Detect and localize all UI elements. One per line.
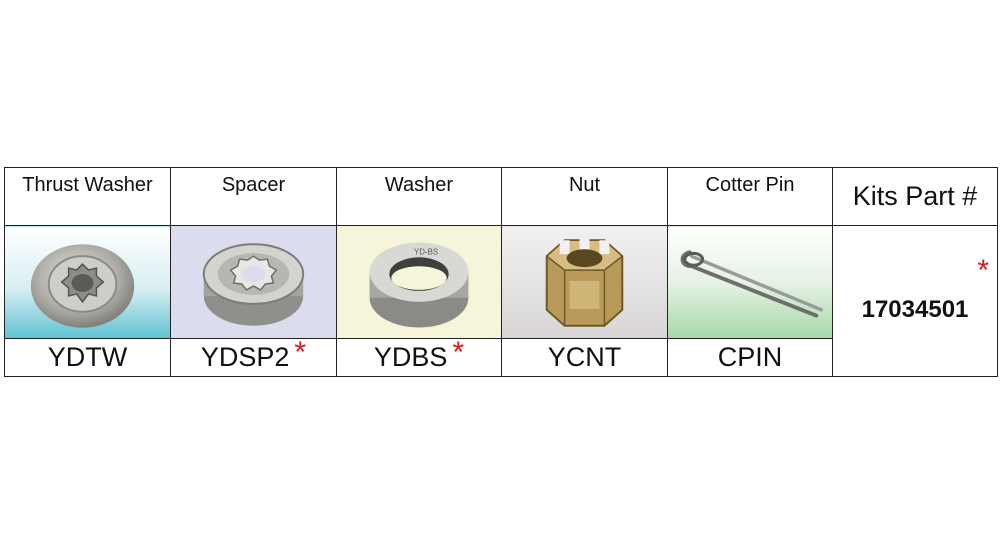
code-cell-ydbs: YDBS* xyxy=(336,336,502,377)
washer-image-cell: YD-BS xyxy=(336,225,502,339)
washer-photo: YD-BS xyxy=(369,242,469,328)
spacer-photo xyxy=(202,243,305,326)
header-nut: Nut xyxy=(501,167,668,226)
spacer-image-cell xyxy=(170,225,337,339)
part-code-ycnt: YCNT xyxy=(547,342,622,372)
code-cell-ydsp2: YDSP2* xyxy=(170,336,337,377)
header-cotter-pin: Cotter Pin xyxy=(667,167,833,226)
code-cell-ydtw: YDTW xyxy=(4,338,171,377)
cotter-pin-photo xyxy=(680,250,823,318)
thrust-washer-image-cell xyxy=(4,225,171,339)
code-cell-cpin: CPIN xyxy=(667,338,833,377)
thrust-washer-photo xyxy=(30,244,135,328)
star-marker-ydsp2: * xyxy=(294,336,307,369)
washer-stamp-text: YD-BS xyxy=(414,247,438,256)
nut-image-cell xyxy=(501,225,668,339)
kits-star-marker: * xyxy=(977,254,989,287)
star-marker-ydbs: * xyxy=(452,336,465,369)
part-code-ydbs: YDBS xyxy=(373,342,448,372)
part-code-ydtw: YDTW xyxy=(47,342,128,372)
part-code-ydsp2: YDSP2 xyxy=(200,342,290,372)
parts-kit-table: Thrust Washer Spacer Washer Nut Cotter P… xyxy=(4,167,998,377)
header-washer: Washer xyxy=(336,167,502,226)
kits-part-number: 17034501 xyxy=(861,296,969,323)
kits-part-cell: * 17034501 xyxy=(832,225,998,377)
header-spacer: Spacer xyxy=(170,167,337,226)
part-code-cpin: CPIN xyxy=(717,342,783,372)
header-thrust-washer: Thrust Washer xyxy=(4,167,171,226)
code-cell-ycnt: YCNT xyxy=(501,338,668,377)
header-kits-part: Kits Part # xyxy=(832,167,998,226)
nut-photo xyxy=(545,236,624,327)
cotter-pin-image-cell xyxy=(667,225,833,339)
